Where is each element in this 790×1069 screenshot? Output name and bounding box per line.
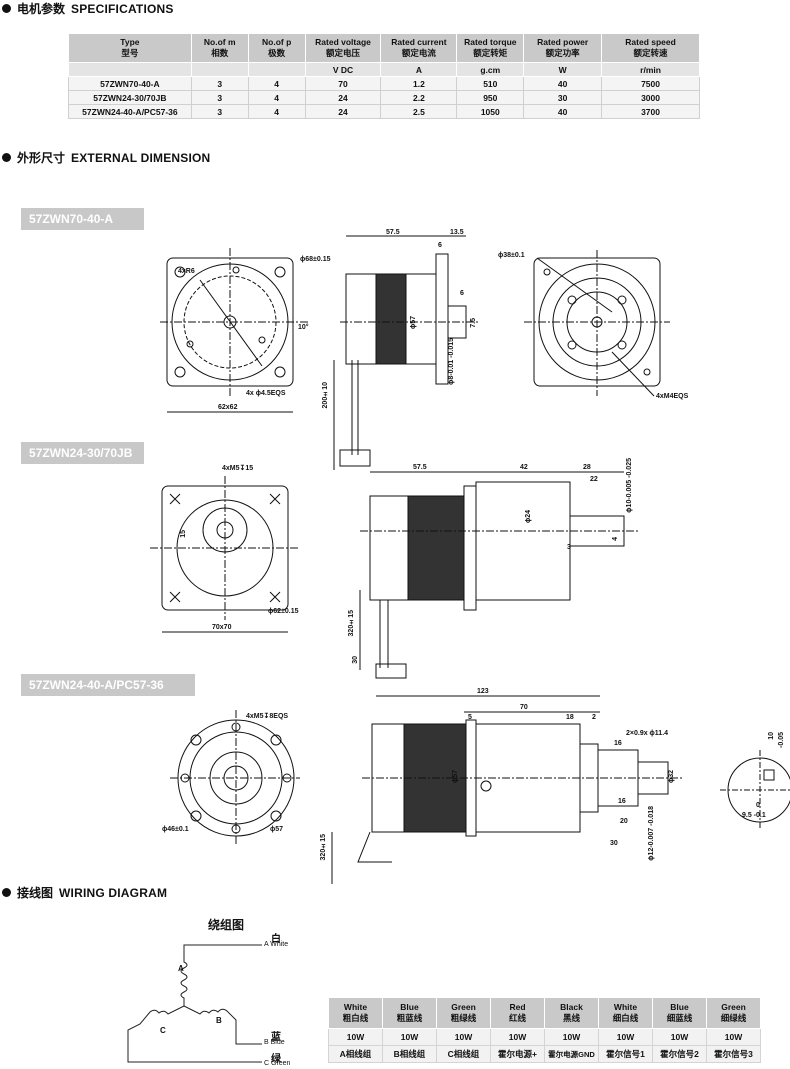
dim-label: 6 xyxy=(438,242,442,249)
bullet-icon xyxy=(2,4,11,13)
wire-label-cn: 绿 xyxy=(271,1054,281,1065)
dim-label: 2 xyxy=(592,714,596,721)
dim-label: 9.5 -0.1 xyxy=(742,812,766,819)
dim-label: 4xM5↧15 xyxy=(222,465,254,472)
bullet-icon xyxy=(2,888,11,897)
wire-label-cn: 白 xyxy=(271,934,281,945)
model-tag-3: 57ZWN24-40-A/PC57-36 xyxy=(21,674,195,696)
coil-label: A xyxy=(178,964,184,973)
dim-label: 123 xyxy=(477,688,489,695)
dim-label: 4xM5↧8EQS xyxy=(246,713,289,720)
external-dimension-heading: 外形尺寸 EXTERNAL DIMENSION xyxy=(2,149,210,166)
dim-label: 57.5 xyxy=(413,464,427,471)
coil-label: B xyxy=(216,1016,222,1025)
dim-label: ϕ57 xyxy=(270,826,284,833)
dim-label: 57.5 xyxy=(386,229,400,236)
dim-label: ϕ38±0.1 xyxy=(498,252,525,259)
dim-label: 30 xyxy=(610,840,618,847)
dim-label: 18 xyxy=(566,714,574,721)
dim-label: 70 xyxy=(520,704,528,711)
dim-label: 16 xyxy=(614,740,622,747)
dim-label: 13.5 xyxy=(450,229,464,236)
dim-label: 70x70 xyxy=(212,624,232,631)
dim-label: 2×0.9x ϕ11.4 xyxy=(626,730,669,737)
dim-label: 4xM4EQS xyxy=(656,393,689,400)
winding-title: 绕组图 xyxy=(208,918,245,932)
wire-label-en: B Blue xyxy=(264,1039,285,1046)
bullet-icon xyxy=(2,153,11,162)
dim-label: ϕ68±0.15 xyxy=(300,256,331,263)
dim-label: 6 xyxy=(460,290,464,297)
wire-label-en: C Green xyxy=(264,1060,291,1067)
wiring-diagram-heading: 接线图 WIRING DIAGRAM xyxy=(2,884,167,901)
coil-label: C xyxy=(160,1026,166,1035)
wire-label-cn: 蓝 xyxy=(271,1032,281,1043)
model-tag-1: 57ZWN70-40-A xyxy=(21,208,144,230)
dim-label: ϕ46±0.1 xyxy=(162,826,189,833)
specifications-heading: 电机参数 SPECIFICATIONS xyxy=(2,0,174,17)
dim-label: ϕ62±0.15 xyxy=(268,608,299,615)
dim-label: 62x62 xyxy=(218,404,238,411)
dim-label: 16 xyxy=(618,798,626,805)
model-tag-2: 57ZWN24-30/70JB xyxy=(21,442,144,464)
dim-label: 4xR6 xyxy=(178,268,195,275)
dim-label: 42 xyxy=(520,464,528,471)
dim-label: 4x ϕ4.5EQS xyxy=(246,390,286,397)
dim-label: 0 xyxy=(756,802,760,809)
dim-label: 20 xyxy=(620,818,628,825)
dim-label: 10° xyxy=(298,324,309,331)
dim-label: 3 xyxy=(567,544,571,551)
dim-label: 22 xyxy=(590,476,598,483)
wire-label-en: A White xyxy=(264,941,289,948)
dim-label: 5 xyxy=(468,714,472,721)
dim-label: 28 xyxy=(583,464,591,471)
